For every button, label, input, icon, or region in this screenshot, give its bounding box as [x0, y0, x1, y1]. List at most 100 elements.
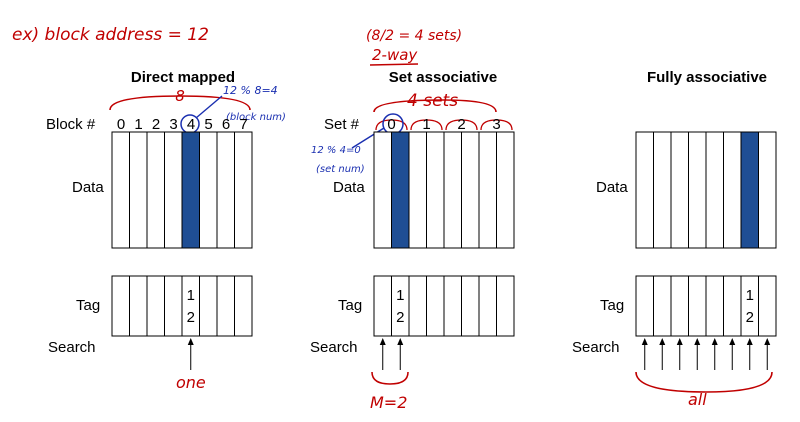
- direct-mapped-diagram: Direct mapped 8 12 % 8=4 (block num) Blo…: [46, 69, 286, 392]
- fa-search-brace: [635, 371, 773, 393]
- sa-tag-cell-3: [426, 275, 445, 337]
- dm-mod-note: (block num): [226, 112, 286, 123]
- set-index-0: 0: [387, 116, 395, 133]
- dm-data-cell-2: [146, 131, 165, 249]
- dm-data-cell-1: [129, 131, 148, 249]
- dm-search-arrows: [187, 338, 194, 370]
- dm-tag-digit-1: 2: [187, 309, 195, 326]
- dm-data-cell-5: [199, 131, 218, 249]
- fa-data-cell-5: [723, 131, 742, 249]
- dm-search-label: Search: [48, 339, 96, 356]
- sa-tag-label: Tag: [338, 297, 362, 314]
- dm-search-arrow-head-4: [187, 338, 194, 345]
- fa-tag-digit-1: 2: [746, 309, 754, 326]
- set-bracket-3: [480, 119, 513, 131]
- fa-data-cell-1: [653, 131, 672, 249]
- set-index-2: 2: [457, 116, 465, 133]
- sa-search-arrow-head-1: [397, 338, 404, 345]
- dm-tag-cell-0: [111, 275, 130, 337]
- dm-data-cell-3: [164, 131, 183, 249]
- sa-data-cell-3: [426, 131, 445, 249]
- fa-tag-digit-0: 1: [746, 287, 754, 304]
- block-index-0: 0: [117, 116, 125, 133]
- dm-count-brace: [109, 95, 251, 111]
- sa-data-cell-2: [408, 131, 427, 249]
- sa-count-annotation: 4 sets: [407, 91, 458, 111]
- sa-mod-note: (set num): [316, 164, 365, 175]
- fa-search-arrow-head-6: [746, 338, 753, 345]
- set-index-1: 1: [422, 116, 430, 133]
- dm-tag-label: Tag: [76, 297, 100, 314]
- fa-tag-array: 12: [635, 275, 777, 337]
- dm-count-annotation: 8: [175, 87, 185, 105]
- block-index-4: 4: [187, 116, 195, 133]
- sa-mod-annotation: 12 % 4=0: [311, 145, 361, 156]
- fa-search-arrow-head-3: [694, 338, 701, 345]
- set-number-label: Set #: [324, 116, 360, 133]
- sa-tag-digit-1: 2: [396, 309, 404, 326]
- sa-tag-cell-6: [478, 275, 497, 337]
- sa-tag-cell-5: [461, 275, 480, 337]
- sa-tag-cell-4: [443, 275, 462, 337]
- dm-tag-array: 12: [111, 275, 253, 337]
- block-index-1: 1: [134, 116, 142, 133]
- fa-data-cell-3: [688, 131, 707, 249]
- dm-tag-cell-2: [146, 275, 165, 337]
- dm-mod-connector: [195, 95, 223, 119]
- fa-data-cell-6: [740, 131, 759, 249]
- fa-search-label: Search: [572, 339, 620, 356]
- sa-tag-cell-0: [373, 275, 392, 337]
- fa-search-note: all: [688, 390, 707, 409]
- sa-tag-cell-1: [391, 275, 410, 337]
- fa-search-arrow-head-2: [676, 338, 683, 345]
- block-index-3: 3: [169, 116, 177, 133]
- fa-tag-cell-4: [705, 275, 724, 337]
- set-index-3: 3: [492, 116, 500, 133]
- sa-search-arrow-head-0: [379, 338, 386, 345]
- sets-calc-annotation: (8/2 = 4 sets): [366, 28, 462, 44]
- direct-mapped-title: Direct mapped: [131, 69, 235, 86]
- sa-data-cell-6: [478, 131, 497, 249]
- sa-mod-connector: [351, 127, 385, 149]
- set-associative-title: Set associative: [389, 69, 497, 86]
- block-index-6: 6: [222, 116, 230, 133]
- fa-tag-cell-6: [740, 275, 759, 337]
- fa-search-arrow-head-7: [764, 338, 771, 345]
- dm-tag-digit-0: 1: [187, 287, 195, 304]
- dm-tag-cell-5: [199, 275, 218, 337]
- fa-tag-cell-5: [723, 275, 742, 337]
- set-number-indices: 0 1 2 3: [387, 116, 500, 133]
- fa-tag-cell-7: [758, 275, 777, 337]
- sa-tag-cell-2: [408, 275, 427, 337]
- fa-data-cell-7: [758, 131, 777, 249]
- block-index-2: 2: [152, 116, 160, 133]
- fa-search-arrows: [641, 338, 771, 370]
- fa-tag-cell-2: [670, 275, 689, 337]
- dm-mod-annotation: 12 % 8=4: [223, 84, 278, 97]
- fa-tag-cell-0: [635, 275, 654, 337]
- sa-data-cell-1: [391, 131, 410, 249]
- sa-tag-array: 12: [373, 275, 515, 337]
- fa-tag-cell-3: [688, 275, 707, 337]
- sa-search-label: Search: [310, 339, 358, 356]
- sa-set-brackets: [375, 119, 513, 131]
- fa-search-arrow-head-5: [729, 338, 736, 345]
- block-index-5: 5: [204, 116, 212, 133]
- dm-tag-cell-7: [234, 275, 253, 337]
- sa-data-cell-4: [443, 131, 462, 249]
- sa-data-array: [373, 131, 515, 249]
- fa-search-arrow-head-1: [659, 338, 666, 345]
- sa-search-brace: [371, 371, 409, 385]
- dm-search-note: one: [176, 373, 206, 392]
- set-bracket-0: [375, 119, 408, 131]
- fully-associative-title: Fully associative: [647, 69, 767, 86]
- sa-data-cell-5: [461, 131, 480, 249]
- dm-tag-cell-3: [164, 275, 183, 337]
- example-annotation: ex) block address = 12: [12, 25, 209, 45]
- fa-tag-label: Tag: [600, 297, 624, 314]
- dm-data-cell-6: [216, 131, 235, 249]
- sa-tag-cell-7: [496, 275, 515, 337]
